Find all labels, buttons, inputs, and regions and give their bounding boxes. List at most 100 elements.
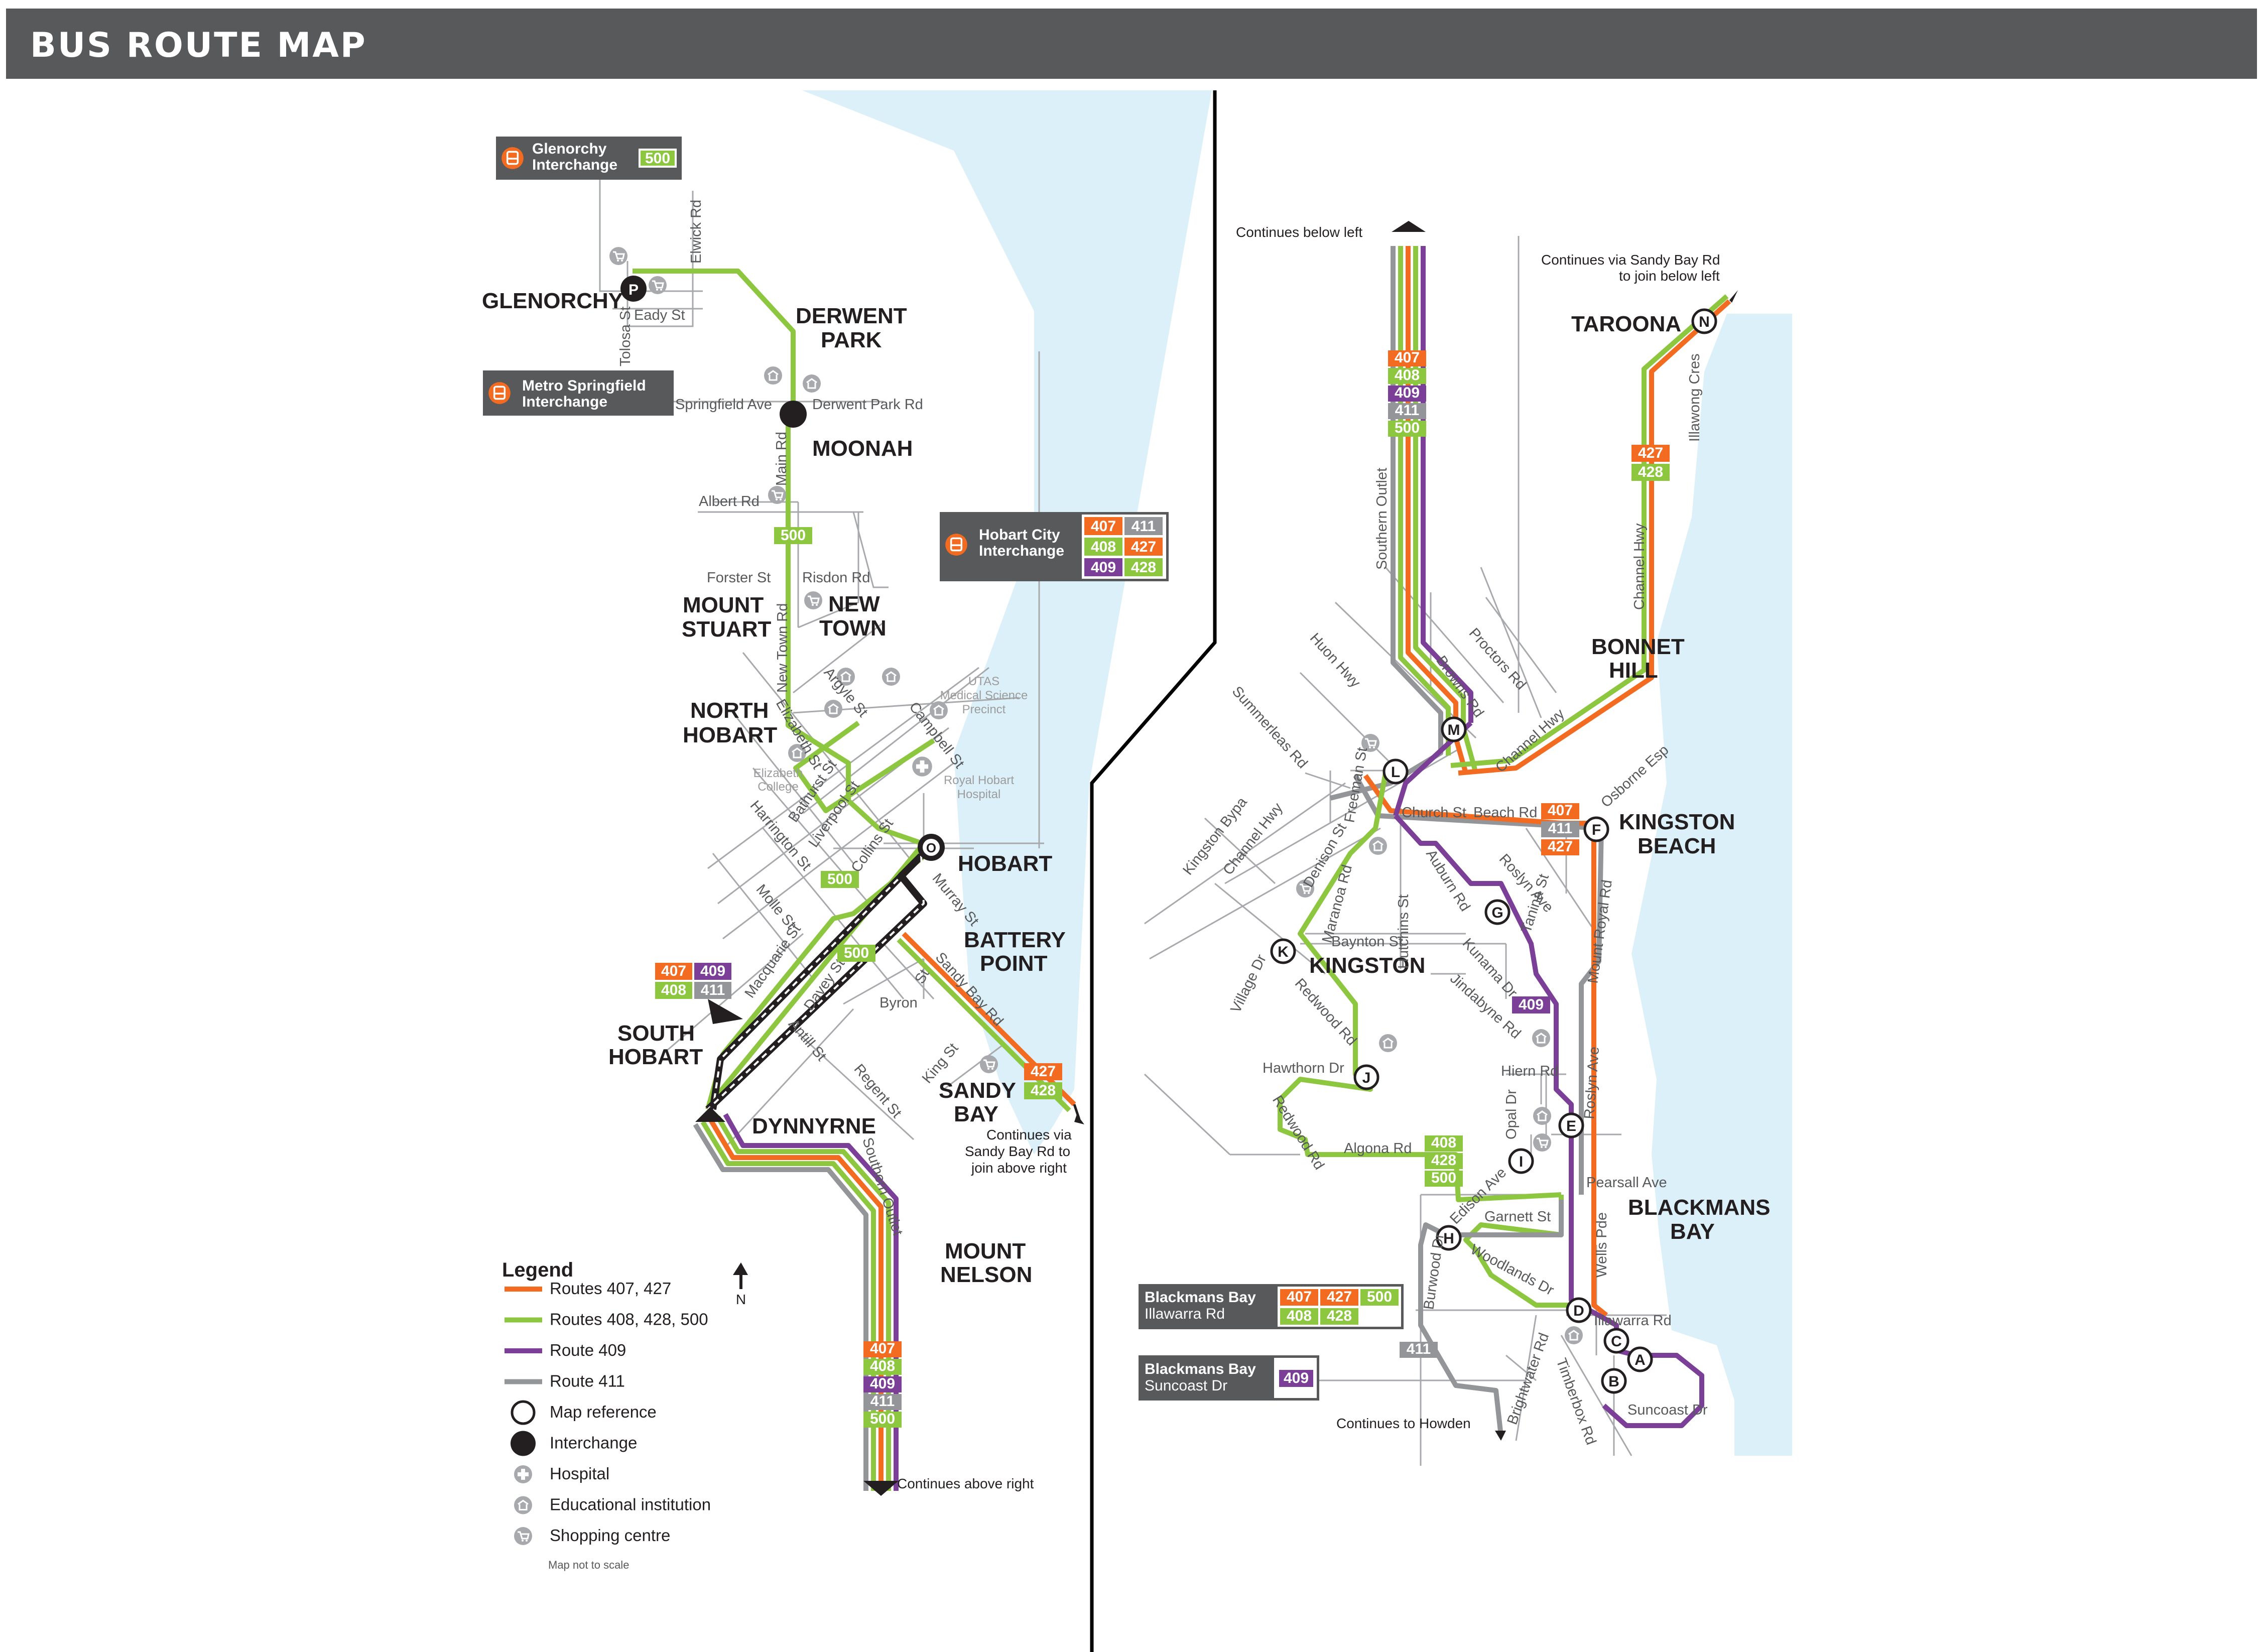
svg-text:428: 428 xyxy=(1638,464,1663,480)
route-badge-427: 427 xyxy=(1024,1063,1062,1080)
svg-text:MOUNT: MOUNT xyxy=(945,1239,1026,1263)
svg-text:Continues below left: Continues below left xyxy=(1236,224,1362,240)
svg-text:Main Rd: Main Rd xyxy=(774,432,790,486)
ref-E xyxy=(1558,1112,1584,1138)
dot-icon xyxy=(511,1431,536,1456)
route-badge-411: 411 xyxy=(1400,1341,1438,1358)
arrow-down-left xyxy=(863,1481,899,1496)
svg-text:407: 407 xyxy=(1548,802,1573,819)
school-icon xyxy=(763,365,783,386)
ref-M xyxy=(1441,716,1467,742)
route-badge-407: 407 xyxy=(1280,1289,1318,1306)
route-428-sandybay xyxy=(897,938,1071,1112)
svg-text:KINGSTON: KINGSTON xyxy=(1619,810,1735,834)
route-macquarie-right-dash xyxy=(707,855,925,1110)
svg-text:join above right: join above right xyxy=(971,1160,1067,1176)
svg-text:F: F xyxy=(1592,822,1601,838)
svg-text:Albert Rd: Albert Rd xyxy=(699,493,760,510)
route-badge-427: 427 xyxy=(1541,838,1579,855)
header-bar: BUS ROUTE MAP xyxy=(6,9,2257,79)
ref-D xyxy=(1566,1297,1592,1323)
map-ref-letters: N M L F G K J E I H D C A B xyxy=(1278,314,1710,1390)
route-badge-409: 409 xyxy=(1084,558,1122,576)
svg-text:Map not to scale: Map not to scale xyxy=(548,1559,629,1571)
svg-text:MOUNT: MOUNT xyxy=(683,593,764,617)
svg-text:MOONAH: MOONAH xyxy=(812,436,913,461)
svg-text:Forster St: Forster St xyxy=(707,570,771,586)
legend-item: Interchange xyxy=(511,1431,637,1456)
route-badge-428: 428 xyxy=(1124,558,1163,576)
svg-text:I: I xyxy=(1519,1154,1523,1170)
svg-text:DYNNYRNE: DYNNYRNE xyxy=(752,1114,876,1138)
svg-text:408: 408 xyxy=(661,982,686,998)
svg-text:HOBART: HOBART xyxy=(683,723,777,747)
svg-text:J: J xyxy=(1362,1070,1371,1086)
route-badge-427: 427 xyxy=(1320,1289,1358,1306)
southern-outlet-left-bundle xyxy=(693,1113,899,1491)
svg-text:HOBART: HOBART xyxy=(958,851,1052,876)
derwent-river-east xyxy=(1631,314,1792,1456)
route-green-edison xyxy=(1463,1195,1581,1308)
svg-text:Legend: Legend xyxy=(502,1259,573,1281)
route-badge-411: 411 xyxy=(863,1393,902,1410)
svg-text:407: 407 xyxy=(1395,349,1420,366)
svg-text:407: 407 xyxy=(1091,518,1116,535)
svg-text:Continues via: Continues via xyxy=(986,1127,1072,1142)
route-badge-428: 428 xyxy=(1024,1082,1062,1099)
svg-text:428: 428 xyxy=(1327,1308,1352,1324)
svg-text:NORTH: NORTH xyxy=(690,698,769,723)
svg-text:Suncoast Dr: Suncoast Dr xyxy=(1145,1377,1227,1394)
cart-icon xyxy=(608,246,628,266)
svg-text:407: 407 xyxy=(870,1340,895,1357)
route-427-taroona xyxy=(1458,299,1731,776)
svg-text:427: 427 xyxy=(1131,539,1156,555)
route-badge-427: 427 xyxy=(1631,445,1670,462)
school-icon xyxy=(823,699,843,719)
svg-text:L: L xyxy=(1391,764,1400,781)
svg-text:Church St: Church St xyxy=(1402,805,1466,821)
route-badge-409: 409 xyxy=(863,1375,902,1392)
svg-text:Sandy Bay Rd to: Sandy Bay Rd to xyxy=(965,1143,1070,1159)
route-badge-408: 408 xyxy=(1388,367,1426,384)
interchange-moonah xyxy=(780,401,807,428)
route-badge-500: 500 xyxy=(1388,420,1426,437)
arrow-macquarie-pointer xyxy=(708,999,743,1024)
legend-label: Educational institution xyxy=(550,1495,711,1514)
svg-text:Risdon Rd: Risdon Rd xyxy=(802,570,870,586)
ref-G xyxy=(1484,899,1511,925)
svg-text:Brightwater Rd: Brightwater Rd xyxy=(1504,1331,1553,1427)
svg-text:411: 411 xyxy=(1407,1341,1431,1357)
legend-item: Route 411 xyxy=(505,1372,625,1390)
route-badge-500: 500 xyxy=(1425,1170,1463,1187)
svg-text:Glenorchy: Glenorchy xyxy=(532,141,607,157)
route-badge-408: 408 xyxy=(1280,1308,1318,1325)
svg-text:411: 411 xyxy=(1548,820,1572,837)
svg-text:HOBART: HOBART xyxy=(608,1045,703,1069)
svg-text:Huon Hwy: Huon Hwy xyxy=(1307,630,1364,691)
svg-text:BLACKMANS: BLACKMANS xyxy=(1628,1195,1771,1220)
svg-text:Tolosa St: Tolosa St xyxy=(617,307,634,366)
legend-item: Shopping centre xyxy=(513,1526,670,1546)
map-ref-rings xyxy=(1270,308,1717,1394)
route-badge-409: 409 xyxy=(1279,1370,1313,1387)
svg-text:Redwood Rd: Redwood Rd xyxy=(1269,1093,1327,1173)
svg-text:Precinct: Precinct xyxy=(962,703,1006,716)
svg-text:O: O xyxy=(926,840,936,855)
svg-text:428: 428 xyxy=(1431,1152,1456,1169)
route-badge-411: 411 xyxy=(1388,402,1426,419)
svg-text:College: College xyxy=(758,780,798,794)
route-badge-411: 411 xyxy=(1124,517,1163,535)
route-badge-500: 500 xyxy=(837,945,875,962)
route-badge-427: 427 xyxy=(1124,538,1163,556)
svg-text:500: 500 xyxy=(870,1411,895,1427)
svg-text:Hospital: Hospital xyxy=(957,788,1001,801)
svg-text:Suncoast Dr: Suncoast Dr xyxy=(1627,1402,1708,1418)
route-badge-409: 409 xyxy=(1512,996,1550,1013)
svg-text:STUART: STUART xyxy=(682,617,772,642)
route-purple-link xyxy=(1393,721,1473,817)
svg-text:Springfield Ave: Springfield Ave xyxy=(675,397,772,413)
map-references: P O xyxy=(620,276,945,861)
route-badge-408: 408 xyxy=(655,982,692,999)
route-500-line xyxy=(633,269,935,850)
ref-O-ring: O xyxy=(923,839,940,856)
